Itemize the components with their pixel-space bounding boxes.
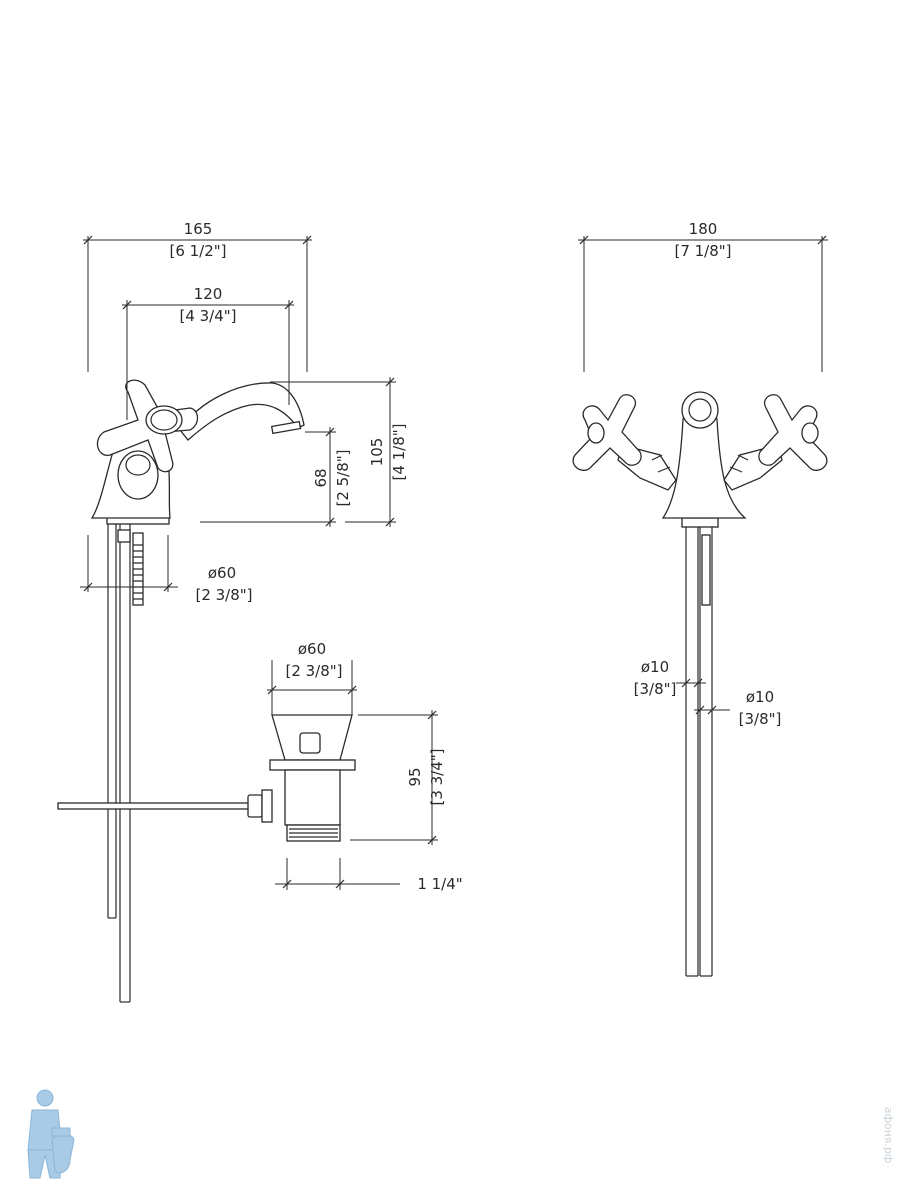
dimension-drain-diameter: ø60 [2 3/8"] bbox=[267, 640, 357, 715]
dim-105-mm: 105 bbox=[368, 438, 386, 467]
dim-180-mm: 180 bbox=[689, 220, 718, 238]
base-plate bbox=[681, 517, 719, 528]
dim-hose-1-inch: [3/8"] bbox=[634, 680, 677, 698]
dim-120-inch: [4 3/4"] bbox=[179, 307, 236, 325]
dim-120-mm: 120 bbox=[194, 285, 223, 303]
cross-handle bbox=[96, 379, 199, 473]
supply-hoses bbox=[685, 526, 713, 977]
dimension-165: 165 [6 1/2"] bbox=[83, 220, 312, 372]
dimension-180: 180 [7 1/8"] bbox=[578, 220, 828, 372]
side-view-faucet bbox=[90, 379, 305, 1003]
dim-165-mm: 165 bbox=[184, 220, 213, 238]
dimension-base-diameter: ø60 [2 3/8"] bbox=[80, 535, 253, 604]
dim-base-diameter-mm: ø60 bbox=[208, 564, 236, 582]
dim-hose-1-mm: ø10 bbox=[641, 658, 669, 676]
spout bbox=[179, 382, 305, 441]
dim-thread-size: 1 1/4" bbox=[417, 875, 462, 893]
dim-hose-2-mm: ø10 bbox=[746, 688, 774, 706]
dimension-hose-1: ø10 [3/8"] bbox=[634, 658, 706, 698]
dimension-95: 95 [3 3/4"] bbox=[350, 710, 446, 845]
left-valve bbox=[572, 394, 677, 491]
aerator bbox=[681, 391, 719, 429]
dim-105-inch: [4 1/8"] bbox=[390, 423, 408, 480]
front-view-faucet bbox=[572, 391, 828, 977]
plumber-logo bbox=[27, 1089, 75, 1179]
pop-up-waste bbox=[57, 714, 356, 842]
dimension-68: 68 [2 5/8"] bbox=[200, 427, 352, 527]
dim-165-inch: [6 1/2"] bbox=[169, 242, 226, 260]
aerator bbox=[270, 420, 302, 435]
dimension-hose-2: ø10 [3/8"] bbox=[694, 688, 781, 728]
dim-68-inch: [2 5/8"] bbox=[334, 449, 352, 506]
dim-95-mm: 95 bbox=[406, 767, 424, 786]
watermark-text: афоня.рф bbox=[882, 1107, 895, 1164]
dim-hose-2-inch: [3/8"] bbox=[739, 710, 782, 728]
dimension-105: 105 [4 1/8"] bbox=[270, 377, 408, 527]
dim-drain-diameter-mm: ø60 bbox=[298, 640, 326, 658]
right-valve bbox=[723, 394, 828, 491]
dim-68-mm: 68 bbox=[312, 468, 330, 487]
dimension-120: 120 [4 3/4"] bbox=[122, 285, 294, 420]
dim-drain-diameter-inch: [2 3/8"] bbox=[285, 662, 342, 680]
dim-base-diameter-inch: [2 3/8"] bbox=[195, 586, 252, 604]
dim-180-inch: [7 1/8"] bbox=[674, 242, 731, 260]
dimension-thread: 1 1/4" bbox=[275, 858, 463, 893]
lift-rod bbox=[57, 802, 251, 810]
dim-95-inch: [3 3/4"] bbox=[428, 748, 446, 805]
supply-pipes bbox=[107, 522, 131, 1003]
